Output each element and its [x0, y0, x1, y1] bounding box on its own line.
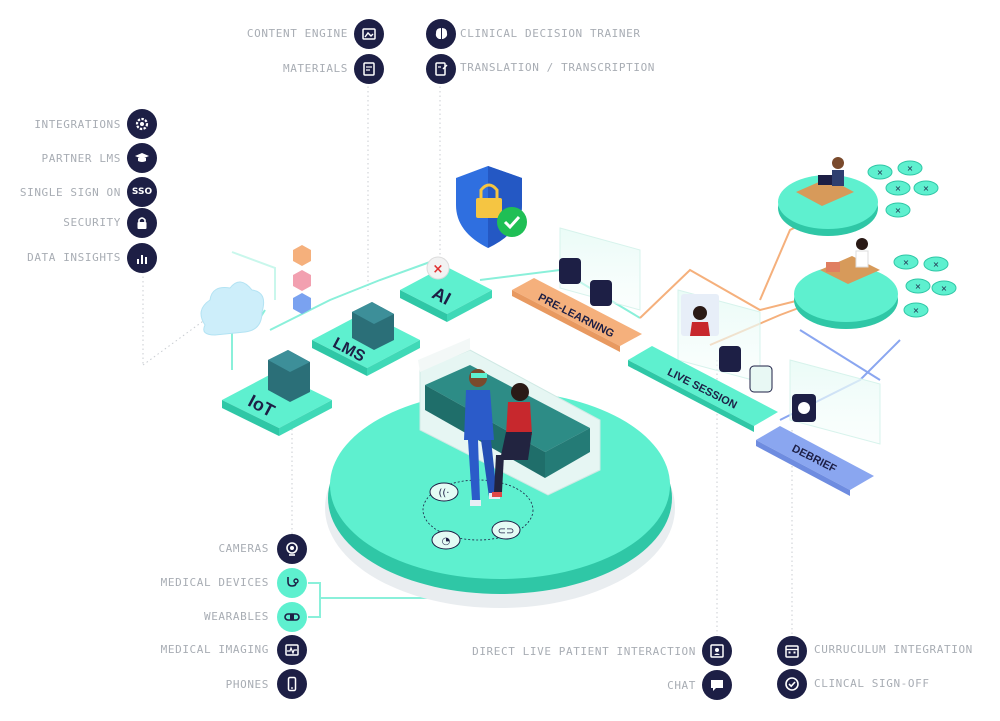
- translation-transcription-label: TRANSLATION / TRANSCRIPTION: [460, 61, 656, 74]
- integrations-label: INTEGRATIONS: [34, 118, 121, 131]
- svg-text:◔: ◔: [442, 536, 451, 547]
- graduation-cap-icon: [127, 143, 157, 173]
- cameras-label: CAMERAS: [218, 542, 269, 555]
- materials-icon: [354, 54, 384, 84]
- materials-label: MATERIALS: [282, 62, 348, 75]
- curriculum-integration-label: CURRUCULUM INTEGRATION: [814, 643, 973, 656]
- data-cubes: [293, 245, 311, 314]
- svg-text:×: ×: [915, 282, 922, 291]
- svg-text:×: ×: [877, 168, 884, 177]
- content-engine-label: CONTENT ENGINE: [246, 27, 348, 40]
- security-label: SECURITY: [63, 216, 121, 229]
- svg-text:⊂⊃: ⊂⊃: [498, 526, 515, 537]
- single-sign-on-label: SINGLE SIGN ON: [19, 186, 121, 199]
- learner-platform-top: [778, 157, 878, 236]
- svg-text:×: ×: [923, 184, 930, 193]
- svg-text:×: ×: [941, 284, 948, 293]
- wearables-label: WEARABLES: [203, 610, 269, 623]
- svg-text:×: ×: [903, 258, 910, 267]
- token-cluster: [867, 160, 957, 318]
- content-engine-icon: [354, 19, 384, 49]
- svg-text:×: ×: [907, 164, 914, 173]
- brain-icon: [426, 19, 456, 49]
- lock-icon: [127, 208, 157, 238]
- svg-text:×: ×: [933, 260, 940, 269]
- medical-imaging-label: MEDICAL IMAGING: [160, 643, 269, 656]
- phones-label: PHONES: [225, 678, 269, 691]
- svg-text:×: ×: [433, 262, 444, 277]
- shield-icon: [456, 166, 527, 248]
- partner-lms-label: PARTNER LMS: [41, 152, 121, 165]
- token-marks: × × × × × × × × × ×: [877, 164, 948, 315]
- data-insights-label: DATA INSIGHTS: [27, 251, 121, 264]
- glass-panels: [559, 227, 881, 445]
- transcription-icon: [426, 54, 456, 84]
- patient-interaction-icon: [702, 636, 732, 666]
- medical-devices-label: MEDICAL DEVICES: [160, 576, 269, 589]
- clinical-decision-trainer-label: CLINICAL DECISION TRAINER: [460, 27, 641, 40]
- svg-text:×: ×: [913, 306, 920, 315]
- lms-platform: LMS: [312, 302, 420, 376]
- sso-icon: SSO: [127, 177, 157, 207]
- wearable-icon: [277, 602, 307, 632]
- bar-chart-icon: [127, 243, 157, 273]
- patient-figure: [492, 383, 532, 497]
- iot-platform: IoT: [222, 350, 332, 436]
- cloud-icon: [200, 281, 265, 336]
- camera-icon: [277, 534, 307, 564]
- chat-icon: [702, 670, 732, 700]
- debrief-stage: DEBRIEF: [756, 426, 874, 496]
- calendar-icon: [777, 636, 807, 666]
- platform-device-icons: ((· ◔ ⊂⊃: [429, 482, 521, 550]
- svg-text:((·: ((·: [439, 488, 450, 499]
- stethoscope-icon: [277, 568, 307, 598]
- learner-platform-bottom: [794, 238, 898, 329]
- clinical-sign-off-label: CLINCAL SIGN-OFF: [814, 677, 930, 690]
- direct-live-patient-interaction-label: DIRECT LIVE PATIENT INTERACTION: [472, 645, 696, 658]
- chat-label: CHAT: [667, 679, 696, 692]
- phone-icon: [277, 669, 307, 699]
- sso-icon-text: SSO: [131, 187, 153, 197]
- imaging-icon: [277, 635, 307, 665]
- gear-icon: [127, 109, 157, 139]
- svg-text:×: ×: [895, 184, 902, 193]
- ai-platform: × AI: [400, 256, 492, 322]
- svg-text:×: ×: [895, 206, 902, 215]
- check-circle-icon: [777, 669, 807, 699]
